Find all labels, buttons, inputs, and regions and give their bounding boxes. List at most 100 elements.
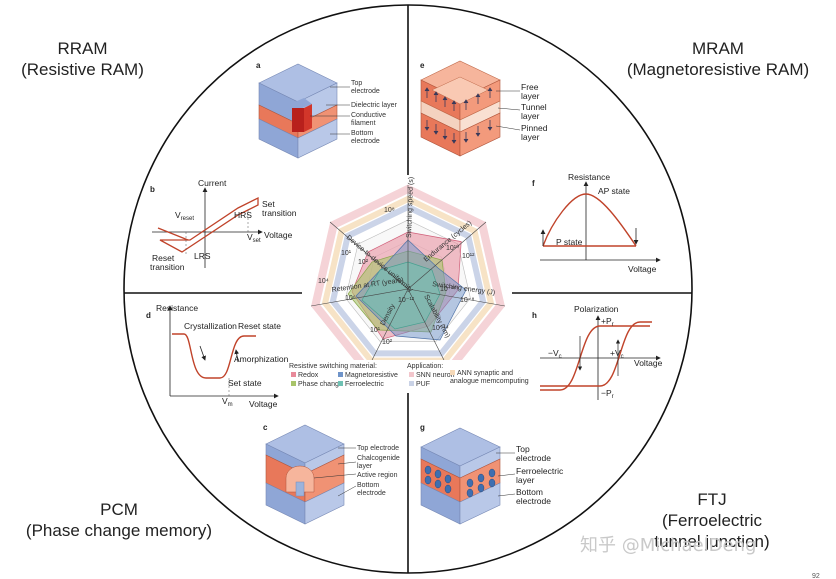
tick: 10⁸ bbox=[384, 207, 395, 214]
panel-b-iv-curve: b Current Voltage Vreset Vset HRS LRS Se… bbox=[150, 178, 297, 272]
label-a-top-2: electrode bbox=[351, 88, 380, 95]
d-set-label: Set state bbox=[228, 378, 262, 388]
d-voltage-label: Voltage bbox=[249, 399, 278, 409]
radar-chart: Switching speed (s) Endurance (cycles) S… bbox=[286, 175, 529, 393]
label-a-filament-2: filament bbox=[351, 120, 376, 127]
watermark: 知乎 @MichaelDeng bbox=[580, 535, 757, 556]
b-voltage-label: Voltage bbox=[264, 230, 293, 240]
b-current-label: Current bbox=[198, 178, 227, 188]
h-pr-pos-label: +Pr bbox=[601, 316, 614, 328]
legend-material-title: Resistive switching material: bbox=[289, 363, 377, 370]
legend-ferroelectric: Ferroelectric bbox=[345, 381, 384, 388]
tick: 10⁻¹⁴ bbox=[432, 325, 449, 332]
panel-letter-d: d bbox=[146, 311, 151, 320]
legend-phase-change: Phase change bbox=[298, 381, 343, 388]
mram-name: MRAM bbox=[692, 39, 744, 58]
radar-axes bbox=[310, 185, 506, 375]
f-p-label: P state bbox=[556, 237, 583, 247]
tick: 10¹ bbox=[370, 327, 381, 334]
label-a-dielectric: Dielectric layer bbox=[351, 102, 398, 109]
label-g-ferro-1: Ferroelectric bbox=[516, 466, 564, 476]
label-c-chalco-2: layer bbox=[357, 463, 373, 470]
pcm-full: (Phase change memory) bbox=[25, 521, 213, 540]
page-number: 92 bbox=[812, 573, 820, 579]
tick: 10² bbox=[382, 339, 393, 346]
label-a-top-1: Top bbox=[351, 80, 362, 87]
legend-redox: Redox bbox=[298, 372, 319, 379]
mram-full: (Magnetoresistive RAM) bbox=[626, 60, 810, 79]
legend-ann: ANN synaptic and bbox=[457, 370, 513, 377]
ring-puf bbox=[329, 203, 487, 357]
label-e-pinned-1: Pinned bbox=[521, 123, 548, 133]
tick: 10⁶ bbox=[345, 295, 356, 302]
panel-letter-b: b bbox=[150, 185, 155, 194]
mram-title: MRAM (Magnetoresistive RAM) bbox=[606, 38, 830, 80]
d-amorph-label: Amorphization bbox=[234, 354, 289, 364]
panel-letter-h: h bbox=[532, 311, 537, 320]
radar-legend: Resistive switching material: Redox Magn… bbox=[286, 360, 529, 390]
b-reset-1: Reset bbox=[152, 253, 175, 263]
legend-snn: SNN neuron bbox=[416, 372, 455, 379]
pcm-name: PCM bbox=[100, 500, 138, 519]
d-resistance-label: Resistance bbox=[156, 303, 198, 313]
rram-name: RRAM bbox=[57, 39, 108, 58]
label-a-filament-1: Conductive bbox=[351, 112, 386, 119]
legend-magnetoresistive: Magnetoresistive bbox=[345, 372, 398, 379]
label-c-top: Top electrode bbox=[357, 445, 399, 452]
panel-f-rv-curve: f Resistance AP state P state Voltage bbox=[532, 172, 661, 274]
rram-title: RRAM (Resistive RAM) bbox=[0, 38, 165, 80]
label-c-bottom-2: electrode bbox=[357, 490, 386, 497]
label-e-free-2: layer bbox=[521, 91, 540, 101]
d-cryst-label: Crystallization bbox=[184, 321, 237, 331]
label-g-top-1: Top bbox=[516, 444, 530, 454]
label-g-bottom-2: electrode bbox=[516, 496, 551, 506]
panel-letter-e: e bbox=[420, 61, 425, 70]
b-set-2: transition bbox=[262, 208, 297, 218]
panel-letter-f: f bbox=[532, 179, 535, 188]
tick: 10⁻⁸ bbox=[460, 297, 474, 304]
series-ferroelectric bbox=[361, 261, 441, 330]
tick: 10¹ bbox=[341, 250, 352, 257]
tick: 10⁴ bbox=[318, 278, 329, 285]
b-set-1: Set bbox=[262, 199, 275, 209]
radar-ticks: 10¹ 10² 10⁴ 10⁶ 10⁸ 10¹⁰ 10¹² 10⁻¹⁰ 10⁻⁸… bbox=[318, 207, 475, 346]
legend-puf: PUF bbox=[416, 381, 430, 388]
tick: 10² bbox=[358, 259, 369, 266]
tick: 10⁻¹⁰ bbox=[440, 285, 457, 293]
tick: 10¹² bbox=[462, 253, 475, 260]
legend-ann-cont: analogue memcomputing bbox=[450, 378, 529, 385]
b-hrs-label: HRS bbox=[234, 210, 252, 220]
rram-full: (Resistive RAM) bbox=[21, 60, 144, 79]
f-ap-label: AP state bbox=[598, 186, 630, 196]
label-g-top-2: electrode bbox=[516, 453, 551, 463]
panel-letter-c: c bbox=[263, 423, 268, 432]
legend-app-title: Application: bbox=[407, 363, 443, 370]
tick: 10¹⁰ bbox=[446, 244, 459, 252]
label-e-tunnel-1: Tunnel bbox=[521, 102, 547, 112]
panel-a-rram-cell: a Top electrode Dielectric layer Conduct… bbox=[256, 61, 398, 159]
d-vm-label: Vm bbox=[222, 396, 233, 408]
label-c-chalco-1: Chalcogenide bbox=[357, 455, 400, 462]
ftj-full-2: tunnel junction) bbox=[654, 532, 770, 551]
label-g-bottom-1: Bottom bbox=[516, 487, 543, 497]
label-c-bottom-1: Bottom bbox=[357, 482, 379, 489]
f-voltage-label: Voltage bbox=[628, 264, 657, 274]
label-a-bottom-1: Bottom bbox=[351, 130, 373, 137]
label-e-tunnel-2: layer bbox=[521, 111, 540, 121]
h-pr-neg-label: −Pr bbox=[601, 388, 614, 400]
b-reset-2: transition bbox=[150, 262, 185, 272]
h-vc-pos-label: +Vc bbox=[610, 348, 624, 360]
tick: 10⁻¹² bbox=[398, 297, 415, 304]
panel-c-pcm-cell: c Top electrode Chalcogenide layer Activ… bbox=[263, 423, 400, 525]
ftj-name: FTJ bbox=[697, 490, 727, 509]
d-reset-label: Reset state bbox=[238, 321, 281, 331]
b-lrs-label: LRS bbox=[194, 251, 211, 261]
b-vset-label: Vset bbox=[247, 232, 261, 244]
h-voltage-label: Voltage bbox=[634, 358, 663, 368]
panel-g-ftj-cell: g Top electrode Ferroelectric layer Bott… bbox=[420, 423, 564, 525]
panel-letter-g: g bbox=[420, 423, 425, 432]
panel-d-rv-curve: d Resistance Crystallization Reset state… bbox=[146, 303, 289, 409]
pcm-title: PCM (Phase change memory) bbox=[6, 499, 232, 541]
f-resistance-label: Resistance bbox=[568, 172, 610, 182]
